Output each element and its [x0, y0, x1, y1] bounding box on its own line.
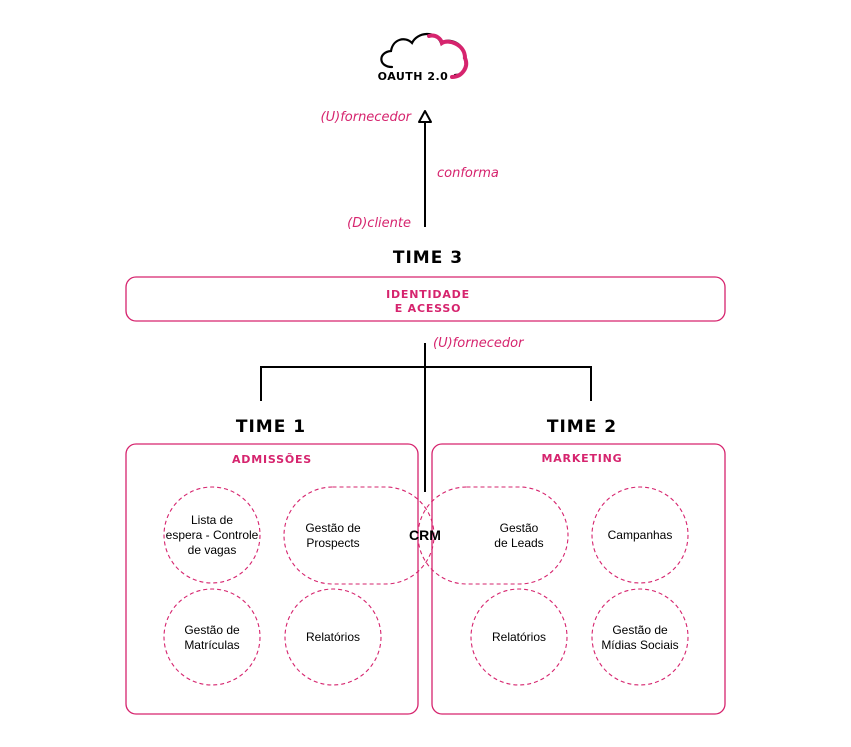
node-enrollments-line2: Matrículas — [184, 638, 239, 652]
upstream-label: (U)fornecedor — [321, 110, 413, 125]
crm-label: CRM — [409, 527, 441, 543]
node-campaigns — [591, 486, 689, 584]
time3-group: TIME 3 IDENTIDADE E ACESSO — [125, 248, 726, 322]
node-waitlist-line2: espera - Controle — [166, 528, 259, 542]
cloud-accent-arc — [427, 33, 469, 79]
shared-crm: CRM — [409, 367, 441, 543]
oauth-cloud: OAUTH 2.0 — [378, 32, 469, 83]
node-reports-time2-label: Relatórios — [492, 630, 546, 644]
node-leads-line2: de Leads — [494, 536, 543, 550]
time2-group: TIME 2 MARKETING Gestão de Leads Campanh… — [417, 417, 726, 715]
node-enrollments — [163, 588, 261, 686]
mid-upstream-label: (U)fornecedor — [433, 336, 525, 351]
node-waitlist-line3: de vagas — [188, 543, 237, 557]
admissions-box — [125, 443, 419, 715]
time2-title: TIME 2 — [547, 417, 617, 437]
node-waitlist — [163, 486, 261, 584]
admissions-title: ADMISSÕES — [232, 453, 312, 466]
time1-title: TIME 1 — [236, 417, 306, 437]
identity-box-line2: E ACESSO — [395, 302, 462, 315]
downstream-label: (D)cliente — [347, 216, 411, 231]
node-reports-time1 — [284, 588, 382, 686]
node-waitlist-line1: Lista de — [191, 513, 233, 527]
marketing-title: MARKETING — [542, 452, 623, 465]
node-prospects-line2: Prospects — [306, 536, 359, 550]
identity-box-line1: IDENTIDADE — [386, 288, 470, 301]
time3-title: TIME 3 — [393, 248, 463, 268]
node-social-media-line1: Gestão de — [612, 623, 668, 637]
node-leads-line1: Gestão — [500, 521, 539, 535]
time1-group: TIME 1 ADMISSÕES Lista de espera - Contr… — [125, 417, 435, 715]
oauth-label: OAUTH 2.0 — [378, 70, 449, 83]
node-social-media — [591, 588, 689, 686]
node-prospects-line1: Gestão de — [305, 521, 361, 535]
node-social-media-line2: Mídias Sociais — [601, 638, 678, 652]
relation-top: (U)fornecedor conforma (D)cliente — [321, 110, 499, 231]
node-campaigns-label: Campanhas — [608, 528, 673, 542]
node-enrollments-line1: Gestão de — [184, 623, 240, 637]
node-prospects — [283, 486, 435, 585]
node-reports-time2 — [470, 588, 568, 686]
cloud-icon — [380, 32, 468, 77]
relation-type-label: conforma — [437, 166, 499, 181]
node-leads — [417, 486, 569, 585]
identity-access-box — [125, 276, 726, 322]
marketing-box — [431, 443, 726, 715]
arrow-up-icon — [418, 110, 432, 123]
node-reports-time1-label: Relatórios — [306, 630, 360, 644]
